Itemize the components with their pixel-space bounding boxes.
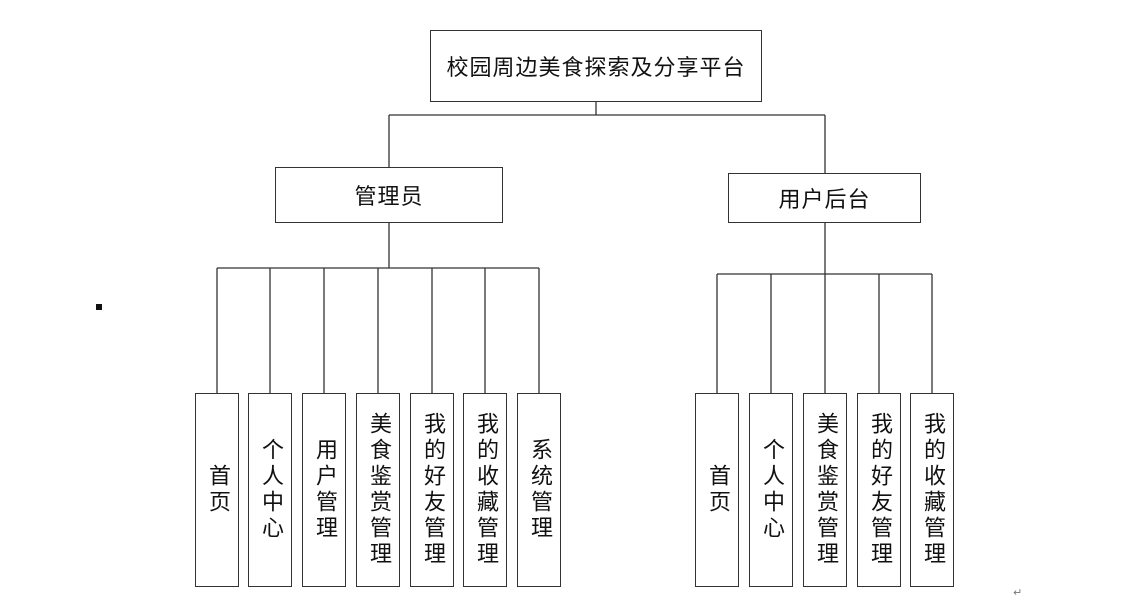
root-node-label: 校园周边美食探索及分享平台 xyxy=(446,56,746,81)
admin-child-label: 个人中心 xyxy=(258,438,283,542)
user-node-label: 用户后台 xyxy=(778,188,871,213)
admin-child-node: 我的收藏管理 xyxy=(463,393,507,587)
user-child-node: 美食鉴赏管理 xyxy=(803,393,847,587)
bullet-marker xyxy=(96,304,102,310)
user-child-label: 我的收藏管理 xyxy=(920,412,945,568)
root-node: 校园周边美食探索及分享平台 xyxy=(430,30,762,102)
user-node: 用户后台 xyxy=(728,173,921,223)
user-child-node: 我的收藏管理 xyxy=(910,393,954,587)
admin-child-node: 个人中心 xyxy=(248,393,292,587)
admin-child-label: 美食鉴赏管理 xyxy=(366,412,391,568)
admin-child-label: 用户管理 xyxy=(312,438,337,542)
admin-child-node: 用户管理 xyxy=(302,393,346,587)
user-child-node: 首页 xyxy=(695,393,739,587)
user-child-label: 个人中心 xyxy=(759,438,784,542)
admin-child-node: 系统管理 xyxy=(517,393,561,587)
user-child-label: 美食鉴赏管理 xyxy=(813,412,838,568)
admin-node: 管理员 xyxy=(275,167,503,223)
admin-child-node: 我的好友管理 xyxy=(410,393,454,587)
admin-child-label: 首页 xyxy=(205,464,230,516)
user-child-node: 我的好友管理 xyxy=(857,393,901,587)
admin-child-node: 美食鉴赏管理 xyxy=(356,393,400,587)
admin-node-label: 管理员 xyxy=(354,185,424,210)
paragraph-mark: ↵ xyxy=(1013,586,1023,599)
user-child-label: 我的好友管理 xyxy=(867,412,892,568)
admin-child-label: 我的好友管理 xyxy=(420,412,445,568)
admin-child-label: 系统管理 xyxy=(527,438,552,542)
user-child-label: 首页 xyxy=(705,464,730,516)
admin-child-label: 我的收藏管理 xyxy=(473,412,498,568)
admin-child-node: 首页 xyxy=(195,393,239,587)
user-child-node: 个人中心 xyxy=(749,393,793,587)
